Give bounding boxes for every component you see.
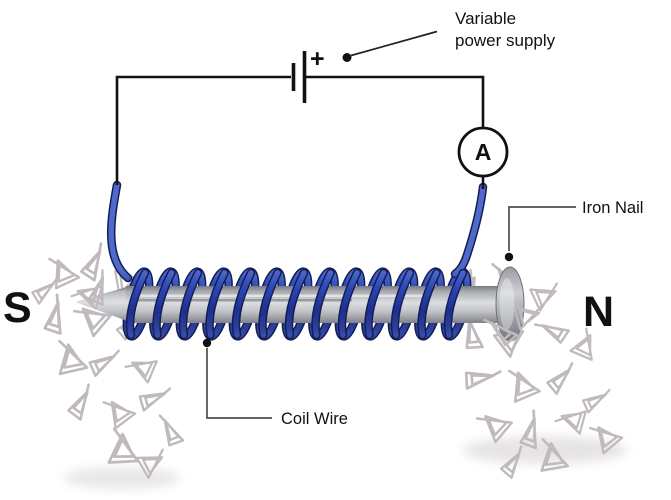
south-pole-label: S [3,284,32,332]
north-pole-label: N [583,288,614,336]
iron-nail-label: Iron Nail [582,199,643,217]
coil-turn-front [392,270,413,338]
coil-turn-front [339,270,360,338]
leader-line-iron-nail [508,206,576,251]
leader-dot-iron-nail [504,252,514,262]
coil-turn-front [259,270,281,338]
power-supply-label-line2: power supply [455,31,556,50]
paperclip-icon [153,410,185,449]
battery-positive-label: + [310,45,325,73]
coil-lead-wires [106,180,488,283]
left-lead-wire [108,182,131,281]
coil-turn-front [312,270,334,338]
wire-right-top [306,75,485,128]
paperclip-icon [40,249,81,292]
paperclip-icon [527,275,566,312]
right-lead-wire [452,184,486,277]
paperclip-icon [96,390,137,431]
coil-turn-front [127,270,148,338]
leader-line-coil-wire [206,348,272,419]
paperclip-icon [553,405,587,436]
leader-lines [202,30,576,419]
leader-dot-coil-wire [202,338,212,348]
nail-shaft-highlight [132,294,428,297]
paperclip-icon [86,344,125,377]
power-supply-label-line1: Variable [455,9,516,28]
nail-head-highlight [499,278,515,330]
paperclip-icon [470,403,513,445]
leader-line-power [350,30,438,57]
coil-turn-front [365,270,387,338]
paperclip-icon [531,315,570,345]
leader-iron-nail [504,206,576,262]
coil-turn-front [180,270,201,338]
coil-turn-front [153,270,175,338]
labels: Variable power supply + A Iron Nail Coil… [3,9,643,428]
coil-turn-front [286,270,307,338]
coil-turn-front [233,270,254,338]
paperclip-icon [462,364,504,390]
coil-turn-front [206,270,228,338]
ammeter-label: A [475,139,492,165]
shadow-left [64,467,180,489]
coil-turn-front [445,270,466,338]
coil-front [125,268,468,340]
paperclip-icon [499,361,541,405]
paperclip-icon [49,334,89,378]
coil-wire-label: Coil Wire [281,410,348,428]
shadow-right [463,436,627,464]
paperclip-icon [102,424,140,467]
leader-power-supply [342,30,438,62]
paperclip-icon [580,384,615,414]
paperclip-icon [78,239,111,282]
battery-symbol [291,51,307,103]
paperclip-icon [42,292,69,335]
paperclip-icon [136,382,175,412]
leader-dot-power [342,53,352,62]
coil-turn-front [418,270,440,338]
ammeter [457,126,509,178]
cluster-shadows [64,436,627,489]
paperclip-icon [66,380,98,421]
leader-coil-wire [202,338,272,419]
circuit [115,51,509,189]
paperclip-icon [544,358,580,396]
paperclip-icon [121,351,158,385]
wire-left-top [115,75,291,185]
